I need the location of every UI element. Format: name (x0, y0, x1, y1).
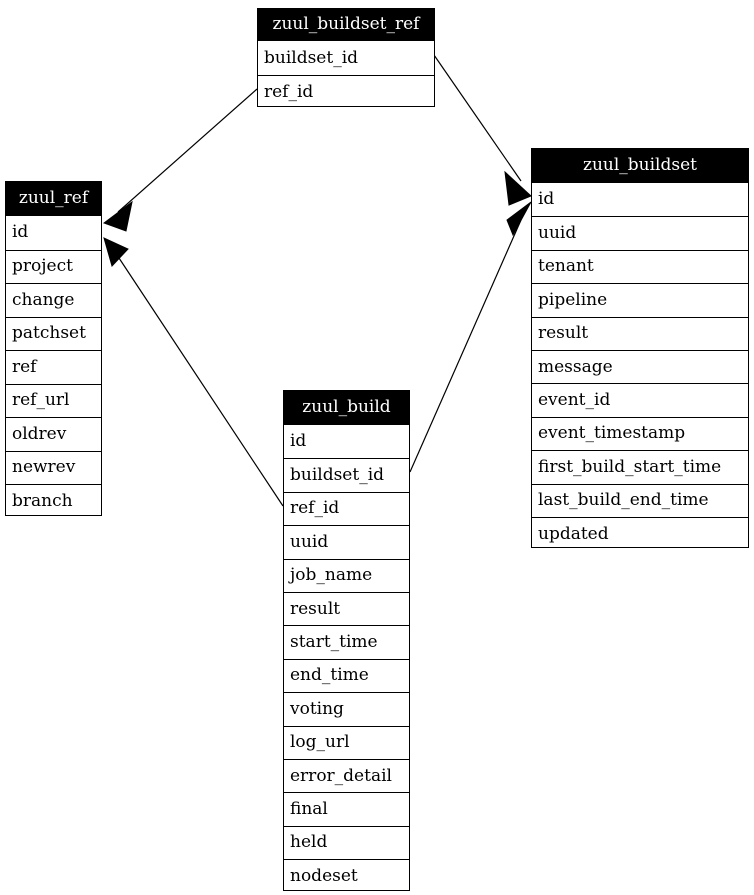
field-zuul_build-end_time[interactable]: end_time (284, 658, 409, 692)
field-zuul_buildset-event_id[interactable]: event_id (532, 383, 748, 416)
arrowhead-icon-buildset_ref-to-ref (102, 200, 133, 232)
relationship-line-build-to-buildset (409, 219, 522, 473)
relationship-buildset_ref-to-ref (102, 88, 258, 232)
field-zuul_ref-id[interactable]: id (12, 222, 29, 243)
field-zuul_ref-newrev[interactable]: newrev (6, 450, 101, 485)
field-zuul_ref-project[interactable]: project (6, 249, 101, 284)
entity-title-zuul_build: zuul_build (284, 391, 409, 424)
field-zuul_buildset_ref-ref_id[interactable]: ref_id (258, 75, 434, 109)
field-zuul_buildset-message[interactable]: message (532, 349, 748, 383)
field-zuul_buildset-result[interactable]: result (532, 316, 748, 350)
field-zuul_buildset-last_build_end_time[interactable]: last_build_end_time (532, 483, 748, 517)
field-zuul_build-job_name[interactable]: job_name (284, 558, 409, 592)
relationship-line-buildset_ref-to-ref (117, 88, 258, 213)
field-zuul_build-nodeset[interactable]: nodeset (284, 859, 409, 892)
entity-title-zuul_buildset_ref: zuul_buildset_ref (258, 9, 434, 40)
field-zuul_build-start_time[interactable]: start_time (284, 625, 409, 658)
field-zuul_buildset-pipeline[interactable]: pipeline (532, 283, 748, 316)
entity-table-zuul_buildset_ref[interactable]: zuul_buildset_ref buildset_id ref_id (257, 8, 435, 107)
field-zuul_ref-patchset[interactable]: patchset (6, 316, 101, 351)
relationship-build-to-buildset (409, 201, 532, 473)
field-zuul_ref-oldrev[interactable]: oldrev (6, 417, 101, 451)
entity-title-zuul_buildset: zuul_buildset (532, 149, 748, 182)
entity-title-zuul_ref: zuul_ref (6, 182, 101, 215)
field-zuul_build-final[interactable]: final (284, 792, 409, 825)
field-zuul_build-uuid[interactable]: uuid (284, 525, 409, 558)
field-zuul_ref-ref[interactable]: ref (6, 350, 101, 384)
field-zuul_build-log_url[interactable]: log_url (284, 725, 409, 759)
field-zuul_buildset-id[interactable]: id (538, 189, 555, 210)
entity-fields-zuul_buildset_ref: buildset_id ref_id (258, 40, 434, 109)
arrowhead-icon-buildset_ref-to-buildset (504, 170, 532, 206)
field-zuul_build-held[interactable]: held (284, 825, 409, 859)
field-zuul_buildset-tenant[interactable]: tenant (532, 249, 748, 283)
field-zuul_build-result[interactable]: result (284, 591, 409, 625)
field-zuul_build-buildset_id[interactable]: buildset_id (284, 458, 409, 491)
arrowhead-icon-build-to-ref (103, 237, 129, 267)
field-zuul_ref-change[interactable]: change (6, 283, 101, 317)
field-zuul_buildset_ref-buildset_id[interactable]: buildset_id (264, 47, 359, 68)
relationship-build-to-ref (103, 237, 284, 507)
field-zuul_buildset-updated[interactable]: updated (532, 516, 748, 550)
field-zuul_ref-ref_url[interactable]: ref_url (6, 383, 101, 418)
relationship-line-buildset_ref-to-buildset (433, 54, 522, 182)
field-zuul_buildset-first_build_start_time[interactable]: first_build_start_time (532, 450, 748, 483)
field-zuul_build-voting[interactable]: voting (284, 692, 409, 725)
field-zuul_build-error_detail[interactable]: error_detail (284, 758, 409, 792)
field-zuul_build-id[interactable]: id (290, 431, 307, 452)
arrowhead-icon-build-to-buildset (506, 201, 532, 237)
relationship-buildset_ref-to-buildset (433, 54, 532, 206)
field-zuul_build-ref_id[interactable]: ref_id (284, 491, 409, 525)
field-zuul_buildset-event_timestamp[interactable]: event_timestamp (532, 416, 748, 450)
relationship-line-build-to-ref (116, 254, 284, 507)
field-zuul_ref-branch[interactable]: branch (6, 484, 101, 518)
field-zuul_buildset-uuid[interactable]: uuid (532, 216, 748, 249)
